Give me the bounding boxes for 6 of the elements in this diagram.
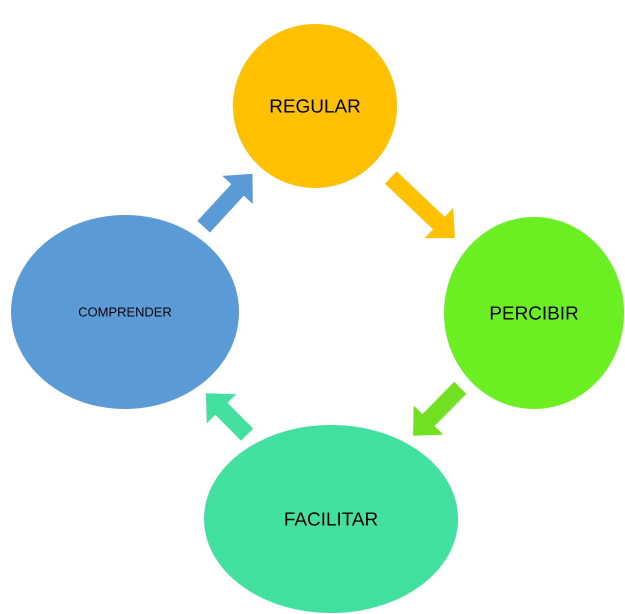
ellipse-node: COMPRENDER [11,215,239,409]
block-arrow [384,171,455,238]
ellipse-node: FACILITAR [204,425,458,613]
block-arrow [413,382,466,436]
ellipse-node: PERCIBIR [444,217,624,409]
ellipse-node: REGULAR [233,24,397,188]
